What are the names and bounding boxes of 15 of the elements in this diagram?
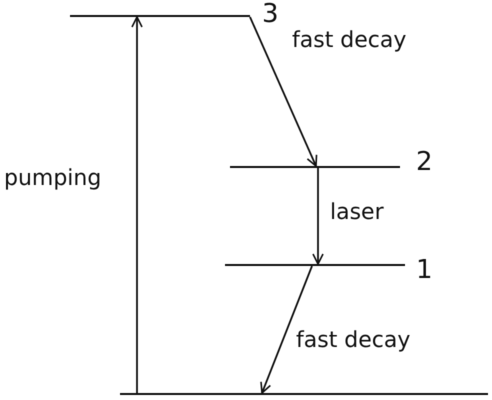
edge-label: laser <box>330 200 384 226</box>
edge-label: fast decay <box>292 28 406 54</box>
edge-label: pumping <box>4 166 102 192</box>
energy-level-line <box>225 264 405 266</box>
level-number: 3 <box>262 0 279 28</box>
arrow <box>131 16 143 393</box>
energy-level-line <box>70 15 250 17</box>
level-number: 2 <box>416 148 433 176</box>
energy-level-line <box>120 393 488 395</box>
edge-label: fast decay <box>296 328 410 354</box>
arrow <box>249 16 318 167</box>
arrow <box>260 266 313 394</box>
arrow <box>312 168 324 265</box>
energy-level-line <box>230 166 400 168</box>
level-number: 1 <box>416 256 433 284</box>
